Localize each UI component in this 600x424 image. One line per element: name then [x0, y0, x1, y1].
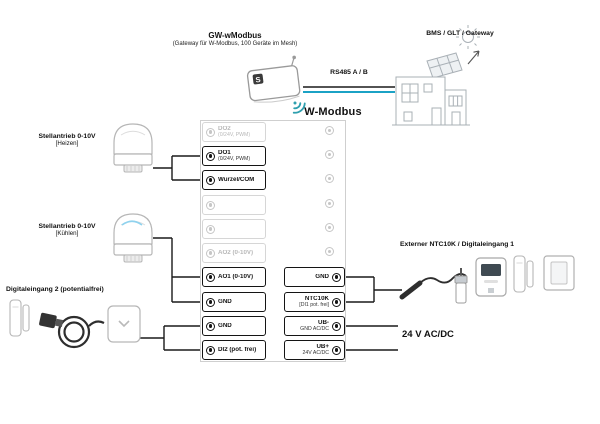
terminal-gnd-1: GND	[202, 292, 266, 312]
gateway-title: GW-wModbus	[208, 31, 262, 40]
terminal-circle-unused	[325, 150, 334, 159]
terminal-do2: DO2(0/24V, PWM)	[202, 122, 266, 142]
display-sensor-icon	[475, 257, 507, 297]
terminal-label: UB+	[316, 343, 329, 350]
digital-input2-label: Digitaleingang 2 (potentialfrei)	[6, 286, 104, 293]
terminal-circle	[206, 151, 215, 161]
terminal-empty	[202, 219, 266, 239]
terminal-sublabel: (0/24V, PWM)	[218, 155, 251, 162]
temp-probe-icon	[399, 273, 467, 300]
gateway-device-icon: S	[246, 55, 306, 114]
terminal-label: Wurzel/COM	[218, 176, 255, 183]
wmodbus-title: W-Modbus	[304, 106, 362, 118]
energy-arrow-icon	[467, 50, 480, 65]
gateway-wifi-icon	[292, 102, 306, 114]
terminal-label: AO1 (0-10V)	[218, 273, 254, 280]
terminal-label: GND	[315, 273, 329, 280]
terminal-do1: DO1(0/24V, PWM)	[202, 146, 266, 166]
terminal-di2: DI2 (pot. frei)	[202, 340, 266, 360]
terminal-circle-unused	[325, 199, 334, 208]
actuator-heizen-title: Stellantrieb 0-10V	[38, 133, 96, 140]
terminal-ub-minus: UB-GND AC/DC	[284, 316, 345, 336]
wire-digitaleingang2	[140, 325, 203, 351]
terminal-ao1: AO1 (0-10V)	[202, 267, 266, 287]
actuator-kuehlen-title: Stellantrieb 0-10V	[38, 223, 96, 230]
terminal-circle	[206, 224, 215, 234]
terminal-ao2: AO2 (0-10V)	[202, 243, 266, 263]
terminal-sublabel: (0/24V, PWM)	[218, 131, 251, 138]
actuator-heizen-sub: [Heizen]	[55, 140, 79, 147]
external-sensor-label: Externer NTC10K / Digitaleingang 1	[400, 241, 515, 248]
terminal-circle	[206, 321, 215, 331]
actuator-kuehlen-accent	[121, 220, 143, 226]
wire-kuehlen	[153, 237, 203, 303]
terminal-empty	[202, 195, 266, 215]
wall-switch-icon	[543, 255, 575, 291]
actuator-heizen-icon	[113, 123, 153, 173]
terminal-gnd-right: GND	[284, 267, 345, 287]
terminal-sublabel: 24V AC/DC	[302, 349, 329, 356]
terminal-circle-unused	[325, 126, 334, 135]
power-supply-label: 24 V AC/DC	[402, 329, 454, 340]
terminal-sublabel: GND AC/DC	[300, 325, 329, 332]
terminal-circle	[206, 200, 215, 210]
terminal-wurzel-com: Wurzel/COM	[202, 170, 266, 190]
gateway-label: GW-wModbus (Gateway für W-Modbus, 100 Ge…	[152, 31, 318, 47]
gateway-subtitle: (Gateway für W-Modbus, 100 Geräte im Mes…	[172, 41, 298, 47]
terminal-label: GND	[218, 298, 232, 305]
terminal-circle	[332, 321, 341, 331]
window-contact-right-icon	[513, 255, 534, 293]
wire-ntc10k	[345, 276, 402, 303]
terminal-circle-unused	[325, 223, 334, 232]
terminal-circle	[206, 345, 215, 355]
actuator-kuehlen-label: Stellantrieb 0-10V [Kühlen]	[28, 223, 106, 237]
terminal-label: GND	[218, 322, 232, 329]
bms-label: BMS / GLT / Gateway	[426, 30, 494, 37]
terminal-label: AO2 (0-10V)	[218, 249, 254, 256]
room-panel-icon	[107, 305, 141, 343]
bms-building-icon	[392, 25, 480, 126]
terminal-circle	[206, 127, 215, 137]
terminal-ntc10k: NTC10K[DI1 pot. frei]	[284, 292, 345, 312]
terminal-label: DO2	[218, 125, 231, 132]
terminal-circle	[332, 345, 341, 355]
wire-power	[345, 325, 398, 351]
terminal-circle-unused	[325, 247, 334, 256]
terminal-circle	[332, 297, 341, 307]
sun-icon	[456, 25, 480, 49]
terminal-ub-plus: UB+24V AC/DC	[284, 340, 345, 360]
terminal-circle	[206, 175, 215, 185]
terminal-sublabel: [DI1 pot. frei]	[299, 301, 329, 308]
cable-sensor-icon	[39, 312, 105, 349]
wire-heizen	[153, 155, 203, 181]
terminal-circle	[332, 272, 341, 282]
rs485-label: RS485 A / B	[330, 69, 368, 76]
terminal-circle	[206, 297, 215, 307]
terminal-circle-unused	[325, 174, 334, 183]
terminal-gnd-2: GND	[202, 316, 266, 336]
window-contact-left-icon	[9, 299, 30, 337]
terminal-label: NTC10K	[304, 295, 329, 302]
terminal-label: DO1	[218, 149, 231, 156]
gateway-logo: S	[255, 75, 261, 85]
terminal-circle	[206, 248, 215, 258]
rs485-bus	[303, 86, 395, 93]
terminal-label: UB-	[318, 319, 329, 326]
actuator-kuehlen-sub: [Kühlen]	[55, 230, 79, 237]
actuator-heizen-label: Stellantrieb 0-10V [Heizen]	[28, 133, 106, 147]
duct-sensor-icon	[454, 268, 468, 304]
solar-panel-icon	[426, 52, 463, 79]
terminal-label: DI2 (pot. frei)	[218, 346, 257, 353]
terminal-circle	[206, 272, 215, 282]
